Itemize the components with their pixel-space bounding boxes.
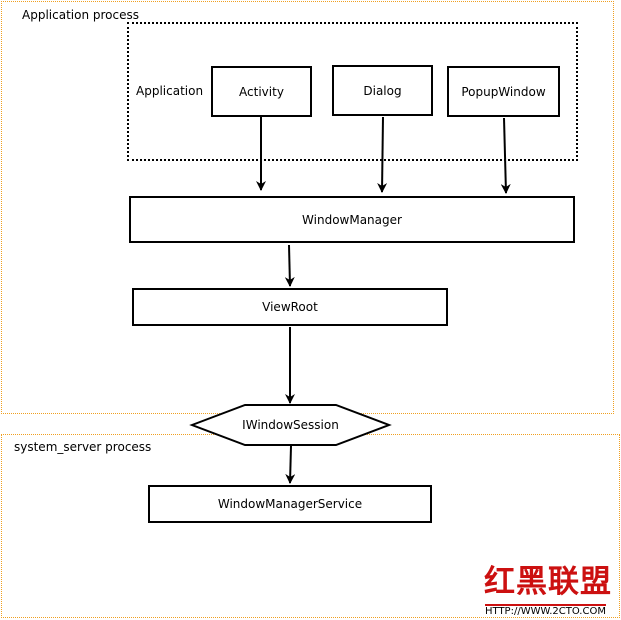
arrow-dialog-to-windowmanager	[377, 116, 388, 193]
system-server-process-label: system_server process	[14, 440, 152, 454]
iwindowsession-hexagon	[189, 404, 392, 446]
iwindowsession-label: IWindowSession	[242, 418, 339, 432]
viewroot-label: ViewRoot	[262, 300, 318, 314]
windowmanager-label: WindowManager	[302, 212, 402, 227]
dialog-label: Dialog	[363, 83, 402, 98]
popupwindow-node: PopupWindow	[447, 66, 560, 117]
watermark-brand: 红黑联盟	[484, 564, 612, 600]
windowmanagerservice-label: WindowManagerService	[217, 497, 363, 511]
activity-node: Activity	[211, 66, 312, 117]
application-group	[127, 22, 578, 161]
arrow-popupwindow-to-windowmanager	[500, 117, 511, 194]
windowmanager-node: WindowManager	[129, 196, 575, 243]
arrow-windowmanager-to-viewroot	[284, 244, 295, 287]
application-process-label: Application process	[22, 8, 139, 22]
windowmanagerservice-node: WindowManagerService	[148, 485, 432, 523]
viewroot-node: ViewRoot	[132, 288, 448, 326]
dialog-node: Dialog	[332, 65, 433, 116]
application-group-label: Application	[136, 84, 204, 98]
popupwindow-label: PopupWindow	[461, 84, 546, 99]
arrow-iwindowsession-to-windowmanagerservice	[285, 445, 296, 484]
activity-label: Activity	[239, 84, 284, 99]
watermark-url: HTTP://WWW.2CTO.COM	[485, 604, 606, 617]
